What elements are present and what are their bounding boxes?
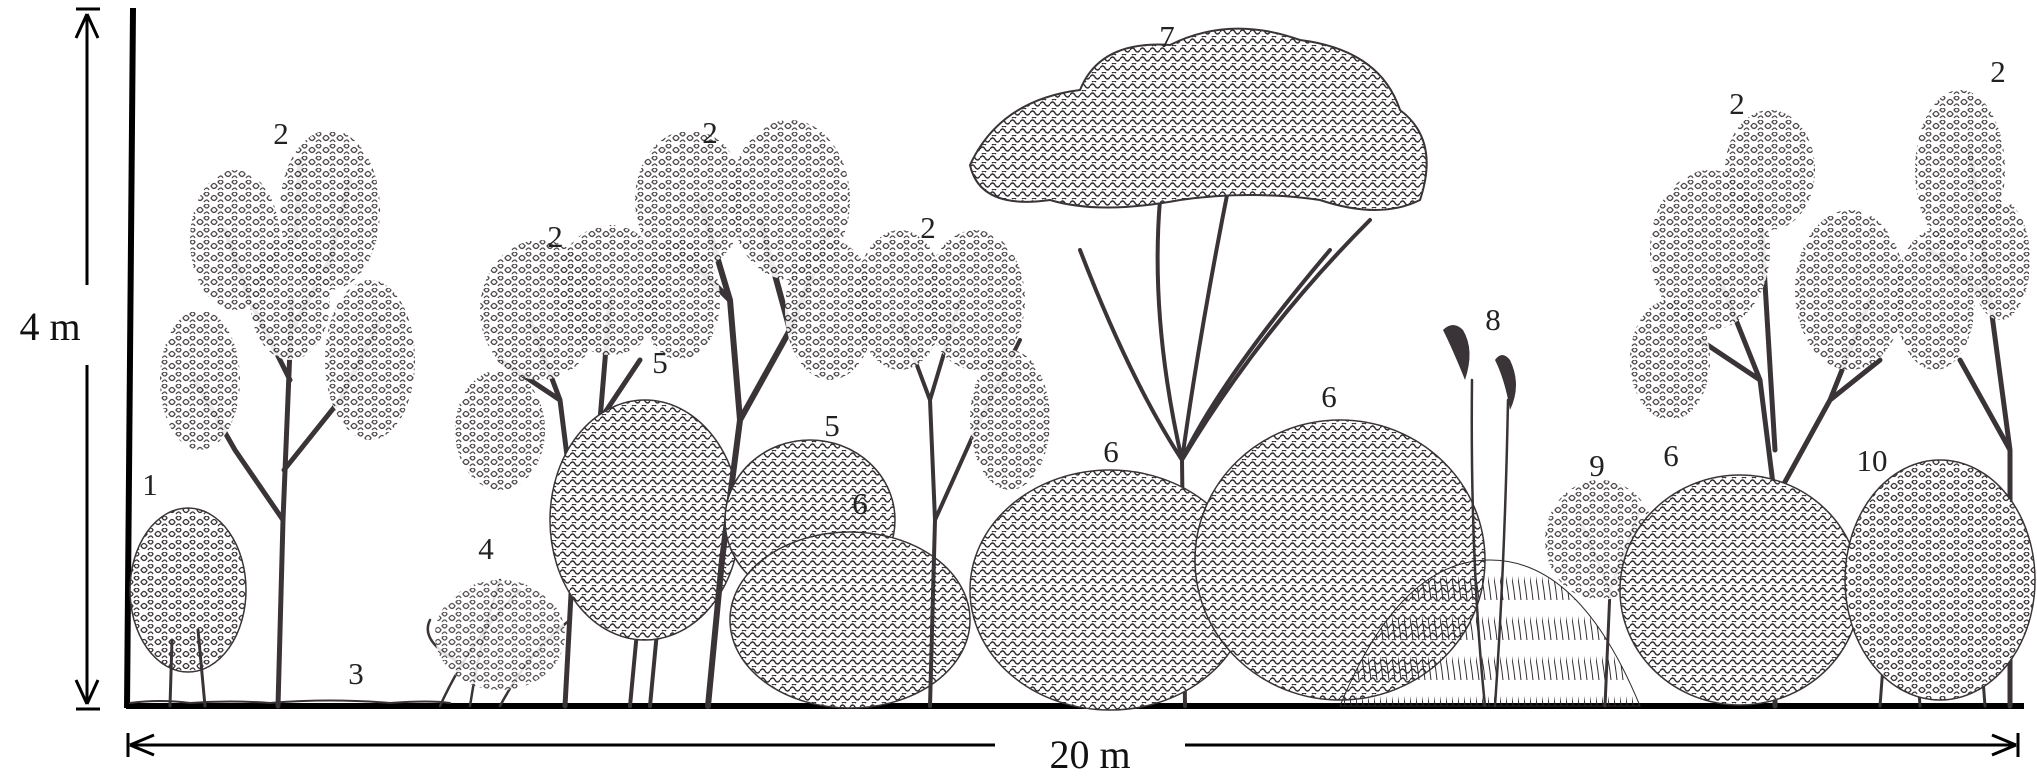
shrub-10 bbox=[1845, 460, 2035, 706]
label-2e: 2 bbox=[1729, 86, 1745, 121]
label-2f: 2 bbox=[1990, 54, 2006, 89]
label-10: 10 bbox=[1857, 443, 1888, 478]
width-label: 20 m bbox=[1049, 732, 1130, 776]
label-6c: 6 bbox=[1321, 379, 1337, 414]
label-6d: 6 bbox=[1663, 438, 1679, 473]
label-4: 4 bbox=[478, 531, 494, 566]
label-9: 9 bbox=[1589, 448, 1605, 483]
label-2d: 2 bbox=[920, 210, 936, 245]
label-6b: 6 bbox=[1103, 434, 1119, 469]
label-6a: 6 bbox=[852, 486, 868, 521]
label-7: 7 bbox=[1159, 19, 1175, 54]
label-5b: 5 bbox=[824, 408, 840, 443]
plant-illustrations bbox=[130, 29, 2035, 710]
label-3: 3 bbox=[348, 656, 364, 691]
width-dimension: 20 m bbox=[128, 732, 2018, 776]
ground-litter bbox=[130, 701, 450, 704]
label-1: 1 bbox=[142, 467, 158, 502]
height-dimension: 4 m bbox=[19, 9, 100, 709]
label-2b: 2 bbox=[547, 219, 563, 254]
height-label: 4 m bbox=[19, 304, 80, 349]
label-2c: 2 bbox=[702, 115, 718, 150]
label-8: 8 bbox=[1485, 302, 1501, 337]
shrub-6d bbox=[1620, 475, 1860, 705]
shrub-4 bbox=[428, 580, 570, 706]
label-2a: 2 bbox=[273, 116, 289, 151]
shrub-1 bbox=[130, 508, 246, 706]
label-5a: 5 bbox=[652, 345, 668, 380]
